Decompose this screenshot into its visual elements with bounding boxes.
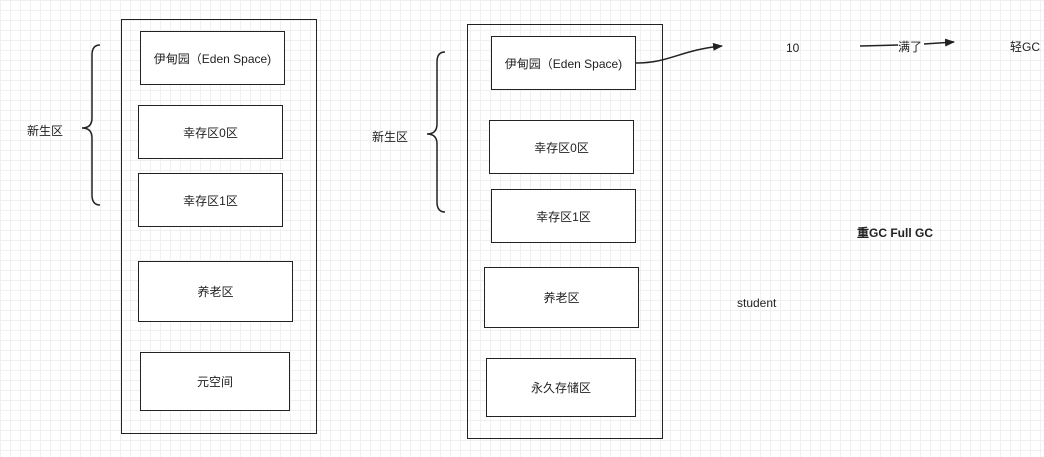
left-eden-box: 伊甸园（Eden Space) [140,31,285,85]
right-heap-container [467,24,663,439]
full-to-light-gc-arrow [923,38,955,47]
right-old-label: 养老区 [543,291,580,305]
left-young-gen-brace [81,44,101,206]
left-meta-box: 元空间 [140,352,290,411]
right-young-gen-label: 新生区 [372,130,409,144]
right-eden-label: 伊甸园（Eden Space) [504,56,623,71]
left-old-label: 养老区 [197,285,234,299]
left-heap-container [121,19,317,434]
right-survivor0-label: 幸存区0区 [534,140,589,155]
full-label: 满了 [898,40,923,54]
right-eden-box: 伊甸园（Eden Space) [491,36,636,90]
left-young-gen-label: 新生区 [27,124,64,138]
left-survivor0-label: 幸存区0区 [183,125,238,140]
right-survivor0-box: 幸存区0区 [489,120,634,174]
count-label: 10 [786,41,800,55]
right-old-box: 养老区 [484,267,639,328]
left-eden-label: 伊甸园（Eden Space) [153,51,272,66]
full-line-left [859,44,899,47]
left-survivor1-label: 幸存区1区 [183,193,238,208]
left-meta-label: 元空间 [196,375,233,389]
right-young-gen-brace [426,51,446,213]
heavy-gc-label: 重GC Full GC [857,226,933,240]
right-perm-label: 永久存储区 [530,381,591,395]
student-label: student [737,296,777,310]
right-perm-box: 永久存储区 [486,358,636,417]
left-survivor1-box: 幸存区1区 [138,173,283,227]
left-old-box: 养老区 [138,261,293,322]
right-survivor1-label: 幸存区1区 [536,209,591,224]
left-survivor0-box: 幸存区0区 [138,105,283,159]
light-gc-label: 轻GC [1010,40,1041,54]
right-survivor1-box: 幸存区1区 [491,189,636,243]
